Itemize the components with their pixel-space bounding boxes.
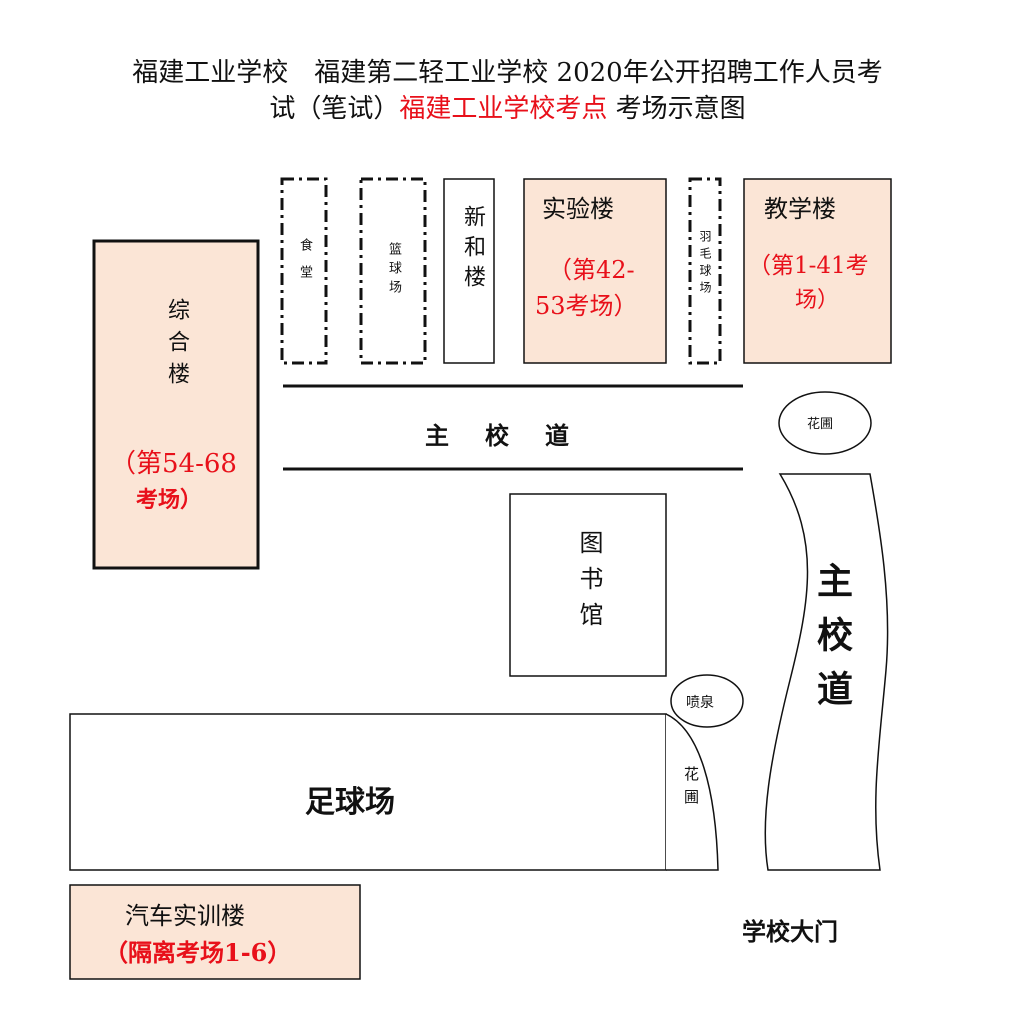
zonghe-building bbox=[92, 239, 260, 570]
basketball-court bbox=[359, 177, 427, 365]
garden-bottom-shape bbox=[665, 713, 719, 871]
teaching-building bbox=[743, 178, 892, 364]
title-prefix: 试（笔试） bbox=[269, 94, 400, 124]
vertical-road-shape bbox=[764, 473, 889, 871]
title-highlight: 福建工业学校考点 bbox=[399, 94, 608, 124]
garden-top-shape bbox=[778, 391, 872, 455]
canteen-name: 食堂 bbox=[297, 238, 312, 292]
football-field bbox=[69, 713, 667, 871]
teaching-rooms-a: （第1-41考 bbox=[748, 253, 869, 279]
lab-building bbox=[523, 178, 667, 364]
teaching-name: 教学楼 bbox=[764, 195, 836, 223]
school-gate-label: 学校大门 bbox=[742, 917, 838, 946]
lab-rooms-a: （第42- bbox=[548, 256, 635, 284]
badminton-name: 羽毛球场 bbox=[698, 230, 712, 298]
fountain-label: 喷泉 bbox=[686, 695, 714, 711]
library-name: 图书馆 bbox=[575, 530, 603, 638]
main-road-horizontal-label: 主 校 道 bbox=[425, 421, 575, 450]
football-name: 足球场 bbox=[305, 785, 395, 820]
badminton-court bbox=[688, 177, 722, 365]
auto-name: 汽车实训楼 bbox=[125, 902, 245, 930]
garden-top-label: 花圃 bbox=[807, 417, 834, 432]
fountain-shape bbox=[670, 674, 744, 728]
zonghe-name: 综合楼 bbox=[164, 298, 189, 394]
canteen-area bbox=[280, 177, 328, 365]
zonghe-rooms-b: 考场） bbox=[136, 487, 203, 513]
lab-rooms-b: 53考场） bbox=[535, 292, 638, 320]
title-suffix: 考场示意图 bbox=[607, 94, 746, 124]
library-building bbox=[509, 493, 667, 677]
title-line-2: 试（笔试）福建工业学校考点 考场示意图 bbox=[0, 88, 1015, 125]
title-line-1: 福建工业学校 福建第二轻工业学校 2020年公开招聘工作人员考 bbox=[132, 58, 883, 88]
xinhe-name: 新和楼 bbox=[460, 205, 485, 295]
garden-bottom-label: 花圃 bbox=[682, 766, 700, 812]
xinhe-building bbox=[443, 178, 495, 364]
auto-rooms: （隔离考场1-6） bbox=[104, 938, 292, 967]
auto-building bbox=[69, 884, 361, 980]
basketball-name: 篮球场 bbox=[386, 242, 401, 299]
teaching-rooms-b: 场） bbox=[795, 288, 840, 313]
zonghe-rooms-a: （第54-68 bbox=[110, 449, 237, 479]
lab-name: 实验楼 bbox=[542, 195, 614, 223]
main-road-vertical-label: 主校道 bbox=[811, 562, 853, 724]
